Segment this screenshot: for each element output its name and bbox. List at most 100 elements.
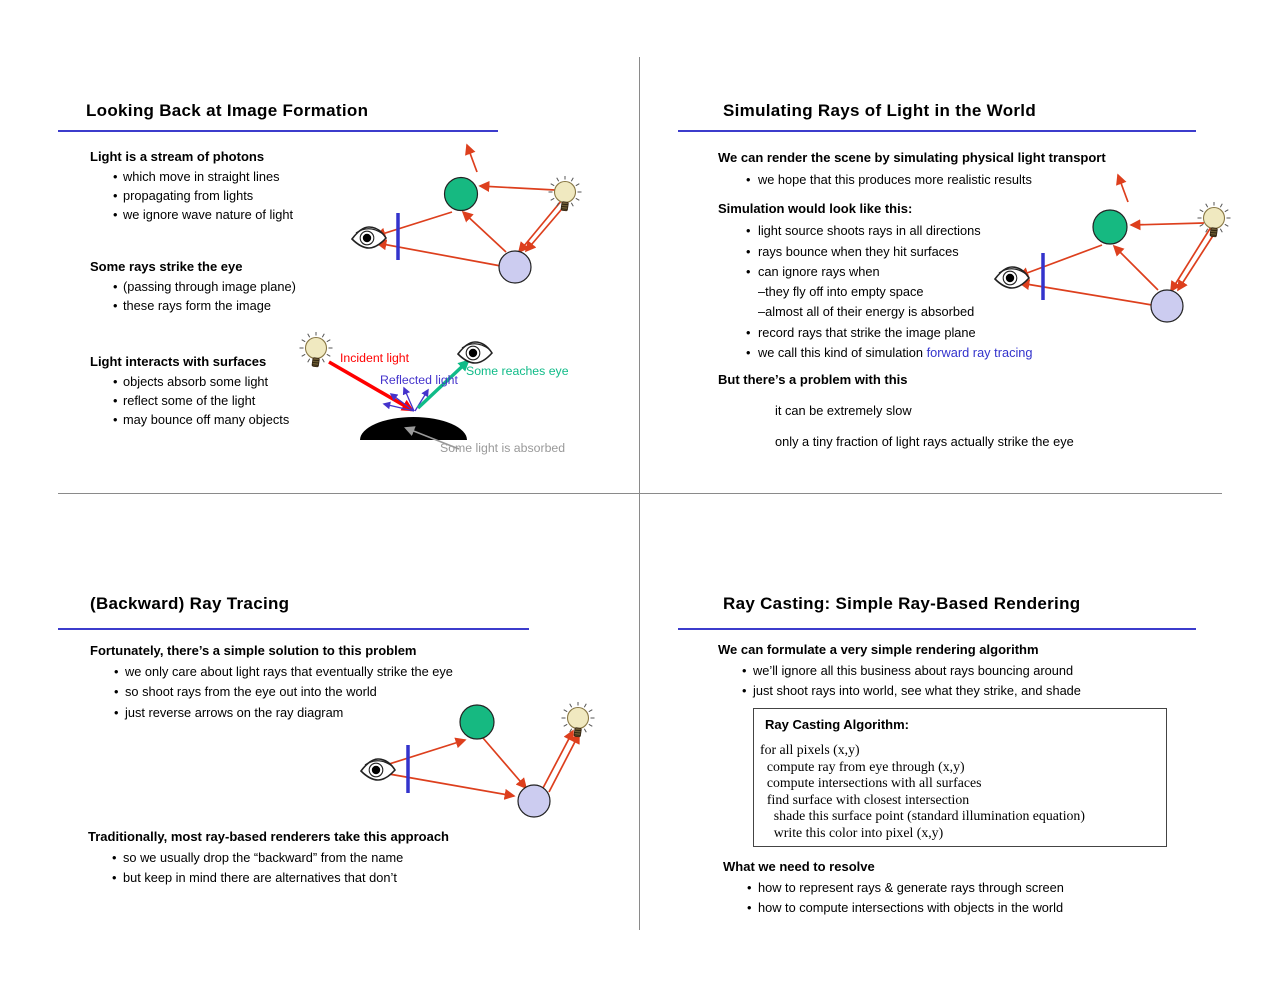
- algorithm-line: write this color into pixel (x,y): [760, 824, 944, 840]
- algorithm-line: for all pixels (x,y): [760, 742, 860, 757]
- bullet-glyph: •: [113, 187, 118, 203]
- group-heading: Traditionally, most ray-based renderers …: [88, 829, 449, 844]
- bullet-item: •but keep in mind there are alternatives…: [88, 868, 449, 888]
- bullet-glyph: •: [742, 683, 747, 699]
- bullet-item: •reflect some of the light: [90, 392, 289, 411]
- bullet-glyph: •: [113, 374, 118, 389]
- bullet-item: •record rays that strike the image plane: [718, 323, 1033, 343]
- bullet-item: • propagating from lights: [90, 187, 293, 206]
- purple-to-green-ray: [1112, 244, 1159, 291]
- some-light-absorbed-label: Some light is absorbed: [440, 441, 566, 455]
- bullet-glyph: •: [746, 172, 751, 188]
- bullet-item: • rays bounce when they hit surfaces: [718, 242, 1033, 262]
- bulb-to-green-ray: [1129, 219, 1205, 231]
- slide2-group-render: We can render the scene by simulating ph…: [718, 148, 1106, 191]
- group-heading: Light is a stream of photons: [90, 149, 265, 164]
- problem-line: it can be extremely slow: [775, 403, 912, 418]
- purple-to-bulb-ray-2: [548, 732, 580, 793]
- bullet-item: •so we usually drop the “backward” from …: [88, 848, 449, 868]
- scene-diagram-forward-1: [351, 143, 583, 284]
- bullet-text: we only care about light rays that event…: [125, 664, 453, 679]
- bullet-item: • we hope that this produces more realist…: [718, 170, 1106, 190]
- algorithm-box-title: Ray Casting Algorithm:: [765, 717, 909, 732]
- bullet-item: •objects absorb some light: [90, 373, 289, 392]
- bullet-glyph: •: [114, 664, 119, 679]
- light-interaction-diagram: [298, 332, 493, 450]
- light-bulb-icon: [547, 176, 583, 212]
- slide2-title: Simulating Rays of Light in the World: [723, 101, 1037, 120]
- slide1-group-light-surfaces: Light interacts with surfaces •objects a…: [90, 352, 289, 429]
- purple-ball: [498, 250, 532, 284]
- slide4-group-algorithm: We can formulate a very simple rendering…: [718, 640, 1081, 702]
- bullet-glyph: •: [746, 223, 751, 239]
- group-heading: Some rays strike the eye: [90, 259, 243, 274]
- reflected-ray-arrow: [382, 401, 415, 412]
- light-bulb-icon: [298, 332, 334, 368]
- stray-ray-arrow: [1116, 173, 1129, 203]
- bullet-text: may bounce off many objects: [123, 411, 290, 427]
- bullet-item: • just reverse arrows on the ray diagram: [90, 703, 453, 723]
- stray-ray-arrow: [465, 143, 478, 173]
- bullet-glyph: •: [746, 345, 751, 361]
- bulb-to-purple-ray-1: [1170, 226, 1212, 293]
- green-to-eye-ray: [1017, 244, 1103, 278]
- bullet-text: rays bounce when they hit surfaces: [758, 243, 959, 259]
- bullet-glyph: •: [747, 880, 752, 895]
- dash-glyph: –: [758, 304, 766, 320]
- purple-to-eye-ray: [1018, 279, 1153, 306]
- green-ball: [459, 704, 495, 740]
- bulb-to-purple-ray-2: [1177, 230, 1217, 292]
- bullet-glyph: •: [113, 206, 118, 222]
- group-heading: We can formulate a very simple rendering…: [718, 642, 1039, 657]
- bullet-text: we hope that this produces more realisti…: [758, 172, 1032, 188]
- bullet-glyph: •: [113, 169, 118, 184]
- eye-icon: [457, 341, 493, 364]
- light-bulb-icon: [1196, 202, 1232, 238]
- bullet-item: • just shoot rays into world, see what th…: [718, 681, 1081, 701]
- bullet-item: •these rays form the image: [90, 297, 296, 316]
- dash-text: they fly off into empty space: [765, 284, 924, 300]
- slide2-group-problem: But there’s a problem with this: [718, 370, 907, 392]
- bullet-text: record rays that strike the image plane: [758, 324, 976, 340]
- bullet-text: just reverse arrows on the ray diagram: [125, 704, 344, 720]
- green-to-purple-ray: [482, 737, 528, 790]
- bullet-item: •we call this kind of simulation forward…: [718, 343, 1033, 363]
- green-to-eye-ray: [374, 211, 453, 239]
- purple-ball: [1150, 289, 1184, 323]
- ray-casting-algorithm-box: Ray Casting Algorithm: for all pixels (x…: [753, 708, 1167, 847]
- bullet-text: propagating from lights: [123, 187, 254, 203]
- slide4-title: Ray Casting: Simple Ray-Based Rendering: [723, 594, 1081, 613]
- bullet-glyph: •: [742, 663, 747, 678]
- eye-to-purple-ray: [388, 773, 516, 800]
- group-heading: What we need to resolve: [723, 859, 875, 874]
- reflected-ray-arrow: [389, 393, 415, 412]
- eye-icon: [994, 266, 1030, 289]
- group-heading: But there’s a problem with this: [718, 372, 908, 387]
- bullet-text: so shoot rays from the eye out into the …: [125, 684, 377, 700]
- bullet-text: these rays form the image: [123, 297, 271, 313]
- slide2-title-underline: [678, 130, 1196, 132]
- dash-item: –almost all of their energy is absorbed: [718, 302, 1033, 322]
- bullet-item: • we only care about light rays that even…: [90, 662, 453, 682]
- bulb-to-purple-ray-2: [524, 202, 568, 253]
- slide3-title-underline: [58, 628, 529, 630]
- bullet-text: which move in straight lines: [123, 169, 280, 184]
- algorithm-line: shade this surface point (standard illum…: [760, 808, 1085, 824]
- reflected-ray-arrow: [414, 388, 429, 412]
- bullet-glyph: •: [114, 704, 119, 720]
- bullet-item: •(passing through image plane): [90, 278, 296, 297]
- absorbed-pointer-arrow: [404, 426, 460, 450]
- group-heading: Fortunately, there’s a simple solution t…: [90, 643, 417, 658]
- green-ball: [1092, 209, 1128, 245]
- purple-ball: [517, 784, 551, 818]
- bullet-item: •we ignore wave nature of light: [90, 206, 293, 225]
- bullet-text: (passing through image plane): [123, 279, 296, 294]
- forward-ray-tracing-term: forward ray tracing: [926, 345, 1033, 361]
- bullet-text: just shoot rays into world, see what the…: [753, 683, 1081, 699]
- bullet-glyph: •: [746, 243, 751, 259]
- purple-to-green-ray: [461, 210, 507, 253]
- incident-light-arrow: [328, 360, 415, 412]
- incident-light-label: Incident light: [340, 351, 410, 365]
- slide1-title-underline: [58, 130, 498, 132]
